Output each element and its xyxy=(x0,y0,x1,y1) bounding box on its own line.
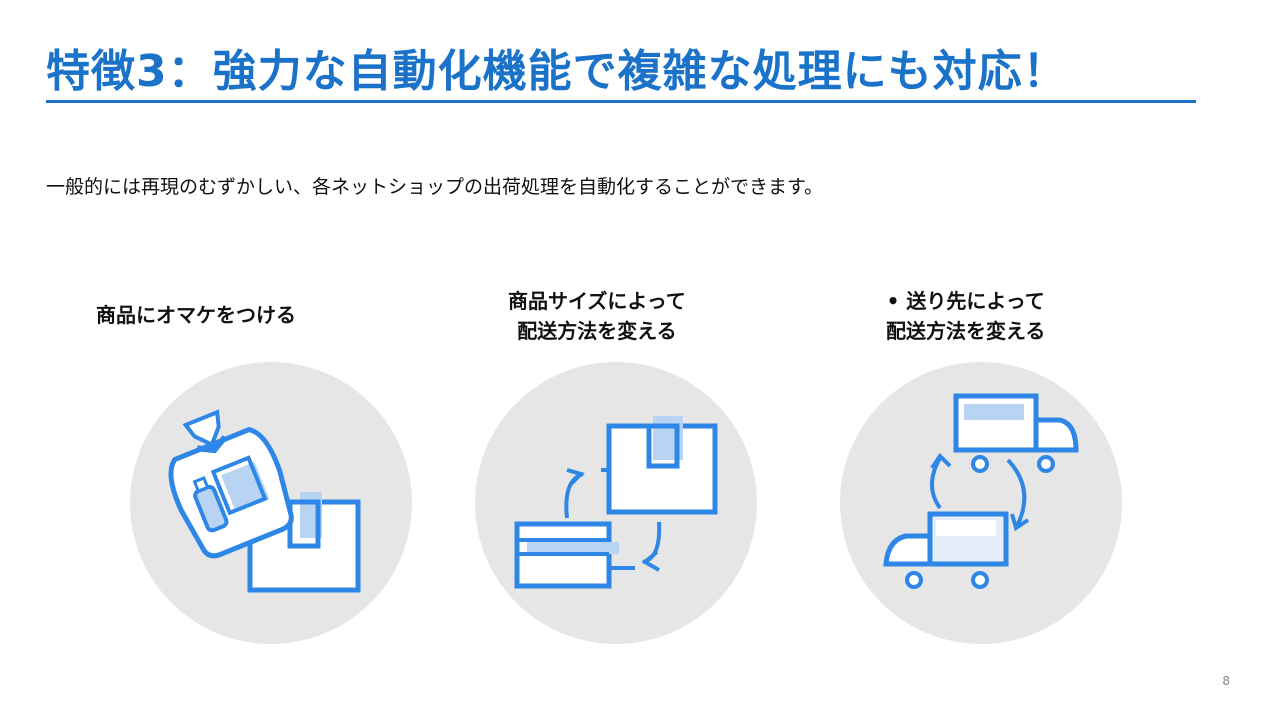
gift-bag-box-icon xyxy=(168,409,361,593)
feature-label-destination: • 送り先によって 配送方法を変える xyxy=(886,286,1045,346)
box-exchange-icon xyxy=(514,416,718,589)
feature-label-bonus: 商品にオマケをつける xyxy=(96,300,296,330)
slide-description: 一般的には再現のむずかしい、各ネットショップの出荷処理を自動化することができます… xyxy=(46,176,824,198)
feature-label-line: 商品にオマケをつける xyxy=(96,303,296,327)
page-title: 特徴3：強力な自動化機能で複雑な処理にも対応！ xyxy=(46,46,1068,97)
title-underline xyxy=(46,100,1196,103)
feature-circle-destination xyxy=(840,362,1122,644)
truck-exchange-icon xyxy=(883,393,1079,589)
feature-label-line: • 送り先によって xyxy=(886,289,1045,313)
page-number: 8 xyxy=(1222,674,1230,688)
feature-label-line: 配送方法を変える xyxy=(886,319,1046,343)
feature-label-line: 商品サイズによって xyxy=(508,289,686,313)
feature-label-line: 配送方法を変える xyxy=(517,319,677,343)
feature-circle-bonus xyxy=(130,362,412,644)
feature-label-size: 商品サイズによって 配送方法を変える xyxy=(508,286,686,346)
feature-circle-size xyxy=(475,362,757,644)
